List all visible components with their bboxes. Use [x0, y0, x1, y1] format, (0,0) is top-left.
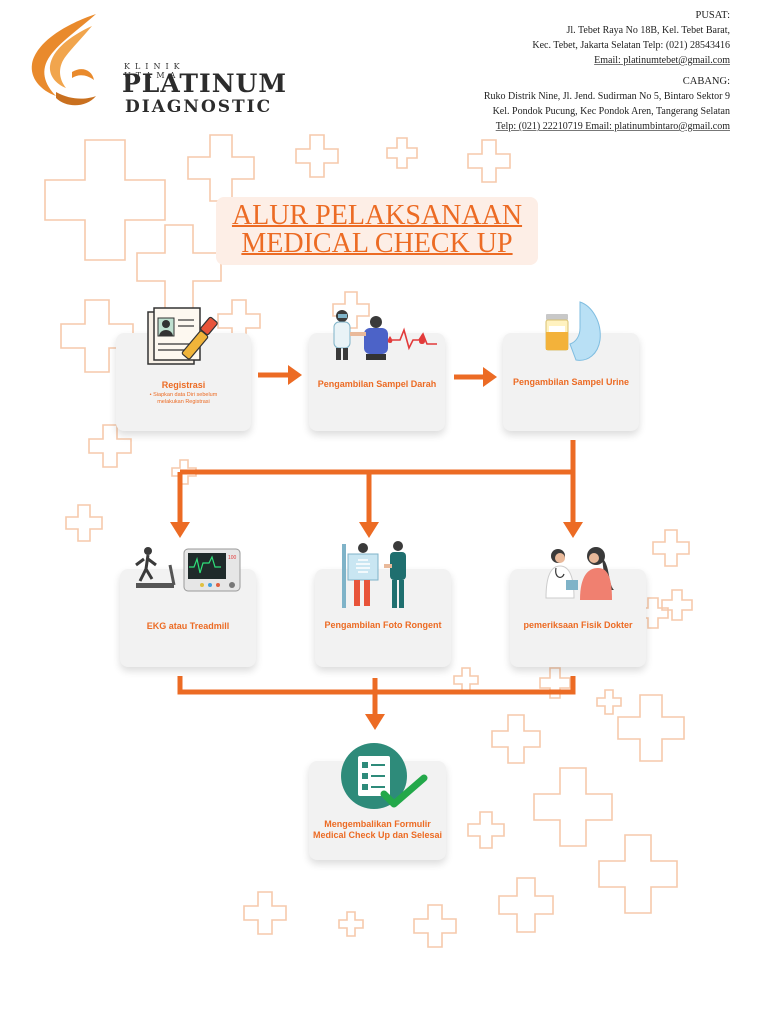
plus-outline-icon	[498, 877, 554, 933]
plus-outline-icon	[338, 911, 364, 937]
cabang-line-2: Kel. Pondok Pucung, Kec Pondok Aren, Tan…	[492, 106, 730, 117]
title-line-1: ALUR PELAKSANAAN	[231, 200, 523, 231]
pusat-address: PUSAT: Jl. Tebet Raya No 18B, Kel. Tebet…	[532, 8, 730, 68]
logo-brand-name: PLATINUM	[122, 69, 288, 98]
plus-outline-icon	[661, 589, 693, 621]
plus-outline-icon	[243, 891, 287, 935]
plus-outline-icon	[171, 459, 197, 485]
cabang-address: CABANG: Ruko Distrik Nine, Jl. Jend. Sud…	[484, 74, 730, 134]
logo-tagline: KLINIK UTAMA	[124, 62, 185, 80]
plus-outline-icon	[598, 834, 678, 914]
cabang-heading: CABANG:	[682, 76, 730, 87]
branch-line	[180, 440, 576, 475]
step-label-ekg: EKG atau Treadmill	[146, 621, 230, 631]
arrowhead-icon	[288, 365, 302, 385]
cabang-line-3: Telp: (021) 22210719 Email: platinumbint…	[495, 121, 730, 132]
pusat-line-3: Email: platinumtebet@gmail.com	[594, 55, 730, 66]
plus-outline-icon	[60, 299, 134, 373]
plus-outline-icon	[533, 767, 613, 847]
urine-sample-icon	[545, 301, 601, 361]
step-label-darah: Pengambilan Sampel Darah	[317, 379, 437, 389]
step-note-line-1: • Siapkan data Diri sebelum	[149, 392, 218, 398]
plus-outline-icon	[44, 139, 166, 261]
monitor-value: 100	[228, 555, 237, 561]
step-card-dokter: pemeriksaan Fisik Dokter	[510, 569, 646, 667]
checklist-done-icon	[341, 743, 428, 809]
logo-wing-icon	[31, 14, 96, 106]
pusat-line-1: Jl. Tebet Raya No 18B, Kel. Tebet Barat,	[566, 25, 730, 36]
step-label-selesai-line-2: Medical Check Up dan Selesai	[312, 830, 443, 840]
title-line-2: MEDICAL CHECK UP	[241, 228, 513, 259]
arrowhead-icon	[365, 714, 385, 730]
step-label-urine: Pengambilan Sampel Urine	[512, 377, 630, 387]
step-label-rontgen: Pengambilan Foto Rongent	[324, 620, 442, 630]
step-label-selesai-line-1: Mengembalikan Formulir	[324, 819, 431, 829]
clinic-logo: KLINIK UTAMA PLATINUM DIAGNOSTIC	[26, 12, 286, 116]
step-label-dokter: pemeriksaan Fisik Dokter	[523, 620, 633, 630]
xray-icon	[342, 541, 406, 608]
plus-outline-icon	[65, 504, 103, 542]
step-card-urine: Pengambilan Sampel Urine	[503, 333, 639, 431]
registration-form-icon	[147, 307, 218, 365]
plus-outline-icon	[332, 291, 370, 329]
arrowhead-icon	[170, 522, 190, 538]
plus-outline-icon	[386, 137, 418, 169]
plus-outline-icon	[617, 694, 685, 762]
plus-outline-icon	[652, 529, 690, 567]
cabang-line-1: Ruko Distrik Nine, Jl. Jend. Sudirman No…	[483, 91, 730, 102]
pusat-line-2: Kec. Tebet, Jakarta Selatan Telp: (021) …	[532, 40, 730, 51]
step-card-rontgen: Pengambilan Foto Rongent	[315, 569, 451, 667]
plus-outline-icon	[467, 811, 505, 849]
step-note-line-2: melakukan Registrasi	[157, 399, 210, 405]
arrowhead-icon	[483, 367, 497, 387]
treadmill-ekg-icon: 100	[135, 547, 241, 592]
plus-outline-icon	[88, 424, 132, 468]
plus-outline-icon	[539, 667, 571, 699]
doctor-examination-icon	[545, 547, 614, 600]
step-label-registrasi: Registrasi	[161, 380, 206, 390]
plus-outline-icon	[295, 134, 339, 178]
page-title: ALUR PELAKSANAAN MEDICAL CHECK UP	[216, 197, 538, 265]
arrowhead-icon	[359, 522, 379, 538]
pusat-heading: PUSAT:	[695, 10, 731, 21]
logo-sub-name: DIAGNOSTIC	[125, 97, 273, 117]
plus-outline-icon	[413, 904, 457, 948]
plus-outline-icon	[491, 714, 541, 764]
arrowhead-icon	[563, 522, 583, 538]
plus-outline-icon	[596, 689, 622, 715]
plus-outline-icon	[467, 139, 511, 183]
blood-test-icon	[333, 310, 437, 360]
